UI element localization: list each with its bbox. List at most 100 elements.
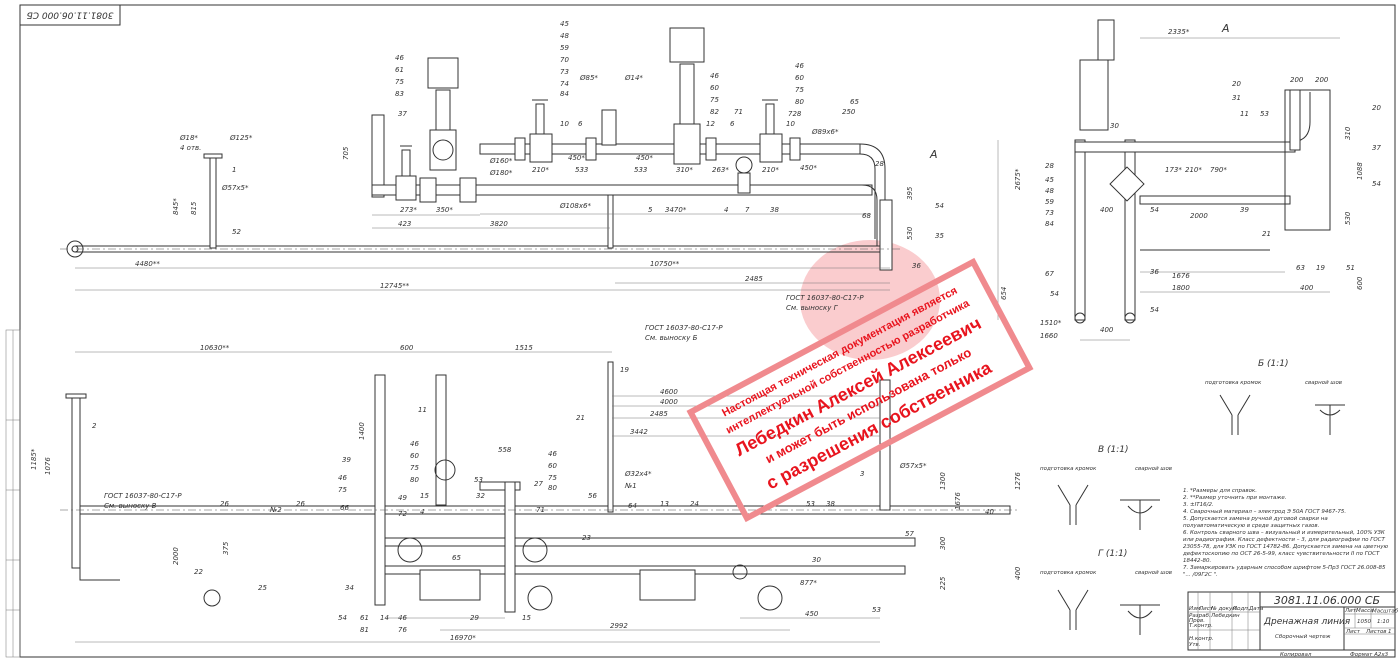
- positions-label: 26: [220, 500, 229, 508]
- dimensions-label: Ø57х5*: [899, 462, 927, 470]
- positions-label: 21: [576, 414, 585, 422]
- drawing-label: Лит.: [1344, 608, 1358, 614]
- positions-label: 38: [826, 500, 835, 508]
- notes-label: 2. **Размер уточнить при монтаже.: [1183, 495, 1287, 501]
- callouts-label: №2: [269, 506, 282, 514]
- dimensions-label: 2485: [650, 410, 668, 418]
- valve-handwheel-1: [395, 145, 417, 201]
- positions-label: 68: [862, 212, 871, 220]
- positions-label: 39: [342, 456, 351, 464]
- top-view: [60, 27, 999, 320]
- view-a-title: А: [1221, 22, 1230, 35]
- positions-label: 54: [935, 202, 944, 210]
- drawing-label: Масса: [1356, 608, 1374, 614]
- dimensions-label: 400: [1014, 566, 1022, 580]
- positions-label: 11: [418, 406, 427, 414]
- stamp-border: [686, 257, 1034, 523]
- positions-label: 60: [548, 462, 557, 470]
- dimensions-label: 1660: [1040, 332, 1058, 340]
- dimensions-label: Ø14*: [624, 74, 643, 82]
- positions-label: 72: [398, 510, 407, 518]
- weld-detail-g: Г (1:1) подготовка кромок сварной шов: [1040, 549, 1172, 635]
- positions-label: 34: [345, 584, 354, 592]
- positions-label: 84: [1045, 220, 1054, 228]
- dimensions-label: 450*: [568, 154, 585, 162]
- dimensions-label: 250: [842, 108, 856, 116]
- positions-label: 19: [620, 366, 629, 374]
- positions-label: 37: [398, 110, 407, 118]
- positions-label: 66: [340, 504, 349, 512]
- dimensions-label: 1400: [358, 422, 366, 440]
- positions-label: 56: [588, 492, 597, 500]
- positions-label: 75: [395, 78, 404, 86]
- title-block: 3081.11.06.000 СБ Дренажная линия Сбороч…: [1187, 591, 1399, 658]
- weld-detail-v: В (1:1) подготовка кромок сварной шов: [1040, 445, 1172, 530]
- dimensions-label: 450*: [636, 154, 653, 162]
- positions-label: 75: [338, 486, 347, 494]
- dimensions-label: 4480**: [135, 260, 160, 268]
- dimensions-label: Ø180*: [489, 169, 513, 177]
- dimensions-label: 1676: [954, 492, 962, 510]
- views-label: Б (1:1): [1258, 359, 1289, 369]
- bottom-view-dimensions: 10630** 600 1515 4600 4000 2485 3442 558…: [30, 344, 1022, 642]
- notes-label: 6. Контроль сварного шва – визуальный и …: [1183, 530, 1386, 536]
- dimensions-label: 2485: [745, 275, 763, 283]
- positions-label: 73: [1045, 209, 1054, 217]
- positions-label: 7: [745, 206, 750, 214]
- notes-label: 18442-80.: [1183, 558, 1211, 564]
- dimensions-label: 1676: [1172, 272, 1190, 280]
- dimensions-label: 2992: [610, 622, 628, 630]
- dimensions-label: Ø89х6*: [811, 128, 839, 136]
- positions-label: 46: [410, 440, 419, 448]
- positions-label: 29: [470, 614, 479, 622]
- callouts-label: ГОСТ 16037-80-С17-Р: [786, 294, 864, 302]
- dimensions-label: 877*: [800, 579, 817, 587]
- positions-label: 80: [410, 476, 419, 484]
- dimensions-label: 225: [939, 576, 947, 590]
- views-label: подготовка кромок: [1040, 466, 1097, 472]
- positions-label: 4: [420, 508, 424, 516]
- positions-label: 51: [1346, 264, 1355, 272]
- positions-label: 24: [690, 500, 699, 508]
- positions-label: 48: [1045, 187, 1054, 195]
- positions-label: 52: [232, 228, 241, 236]
- positions-label: 46: [710, 72, 719, 80]
- positions-label: 63: [1296, 264, 1305, 272]
- drawing-label: Формат А2х3: [1350, 652, 1389, 658]
- positions-label: 84: [560, 90, 569, 98]
- positions-label: 71: [734, 108, 743, 116]
- positions-label: 73: [560, 68, 569, 76]
- positions-label: 80: [795, 98, 804, 106]
- drawing-label: Утв.: [1189, 642, 1201, 648]
- dimensions-label: 2000: [172, 547, 180, 565]
- positions-label: 60: [410, 452, 419, 460]
- dimensions-label: Ø108х6*: [559, 202, 591, 210]
- dimensions-label: 533: [575, 166, 588, 174]
- dimensions-label: 3820: [490, 220, 508, 228]
- dimensions-label: 1510*: [1040, 319, 1062, 327]
- positions-label: 19: [1316, 264, 1325, 272]
- dimensions-label: 1076: [44, 457, 52, 475]
- drawing-label: Н.контр.: [1189, 636, 1214, 642]
- scale-value: 1:10: [1377, 619, 1390, 625]
- dimensions-label: 790*: [1210, 166, 1227, 174]
- dimensions-label: 728: [788, 110, 802, 118]
- weld-detail-b: Б (1:1) подготовка кромок сварной шов: [1205, 359, 1345, 435]
- dimensions-label: 530: [906, 226, 914, 240]
- positions-label: 76: [398, 626, 407, 634]
- notes-label: 23055-78, для УЗК по ГОСТ 14782-86. Допу…: [1183, 544, 1388, 550]
- views-label: Г (1:1): [1098, 549, 1127, 559]
- dimensions-label: 350*: [436, 206, 453, 214]
- positions-label: 60: [795, 74, 804, 82]
- positions-label: 28: [1045, 162, 1054, 170]
- dimensions-label: 10750**: [650, 260, 680, 268]
- positions-label: 82: [710, 108, 719, 116]
- views-label: сварной шов: [1135, 570, 1172, 576]
- valve-handwheel-3: [759, 99, 783, 163]
- dimensions-label: 263*: [712, 166, 729, 174]
- valve-handwheel-2: [529, 99, 553, 163]
- positions-label: 22: [194, 568, 203, 576]
- views-label: подготовка кромок: [1205, 380, 1262, 386]
- positions-label: 80: [548, 484, 557, 492]
